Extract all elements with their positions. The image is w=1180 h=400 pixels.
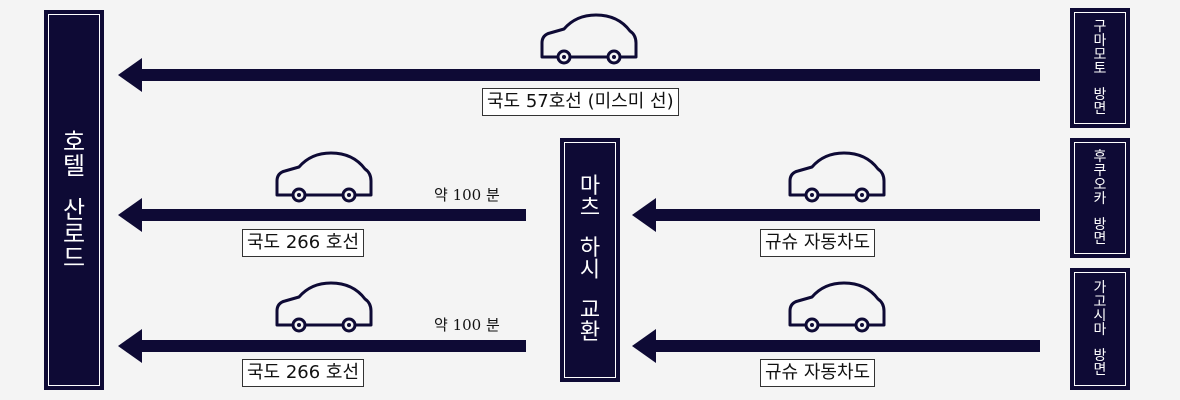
char: 마 — [1093, 33, 1107, 50]
char: 마 — [579, 174, 601, 200]
char: 교 — [579, 297, 601, 323]
char: 츠 — [579, 196, 601, 222]
char: 면 — [1093, 230, 1107, 247]
char: 모 — [1093, 47, 1107, 64]
char: 호 — [62, 128, 86, 157]
arrow-mid-left — [118, 198, 526, 232]
arrow-bot-left — [118, 329, 526, 363]
route-label-mid-right: 규슈 자동차도 — [760, 229, 876, 257]
duration-mid: 약 100 분 — [434, 186, 500, 204]
char: 로 — [62, 219, 86, 248]
car-icon — [788, 281, 886, 333]
char: 시 — [579, 258, 601, 283]
char: 산 — [62, 195, 86, 224]
car-icon — [788, 151, 886, 203]
char: 면 — [1093, 361, 1107, 378]
char: 마 — [1093, 322, 1107, 339]
arrow-bot-right — [632, 329, 1040, 363]
char: 카 — [1093, 191, 1107, 208]
char: 구 — [1093, 19, 1107, 36]
duration-bot: 약 100 분 — [434, 316, 500, 334]
char: 환 — [579, 319, 601, 345]
car-icon — [275, 281, 373, 333]
char: 하 — [579, 236, 601, 261]
arrow-mid-right — [632, 198, 1040, 232]
char: 후 — [1093, 149, 1107, 166]
car-icon — [540, 13, 638, 65]
route-label-top: 국도 57호선 (미스미 선) — [482, 88, 679, 116]
char: 오 — [1093, 177, 1107, 194]
car-icon — [275, 151, 373, 203]
char: 방 — [1093, 216, 1107, 233]
char: 쿠 — [1093, 163, 1107, 180]
char: 드 — [62, 243, 86, 272]
char: 면 — [1093, 100, 1107, 117]
arrow-top — [118, 58, 1040, 92]
char: 시 — [1093, 308, 1107, 325]
char: 텔 — [62, 152, 86, 181]
char: 토 — [1093, 61, 1107, 78]
char: 방 — [1093, 86, 1107, 103]
route-label-bot-right: 규슈 자동차도 — [760, 359, 876, 387]
route-label-mid-left: 국도 266 호선 — [242, 229, 365, 257]
char: 방 — [1093, 347, 1107, 364]
char: 가 — [1093, 280, 1107, 297]
route-label-bot-left: 국도 266 호선 — [242, 359, 365, 387]
char: 고 — [1093, 294, 1107, 311]
